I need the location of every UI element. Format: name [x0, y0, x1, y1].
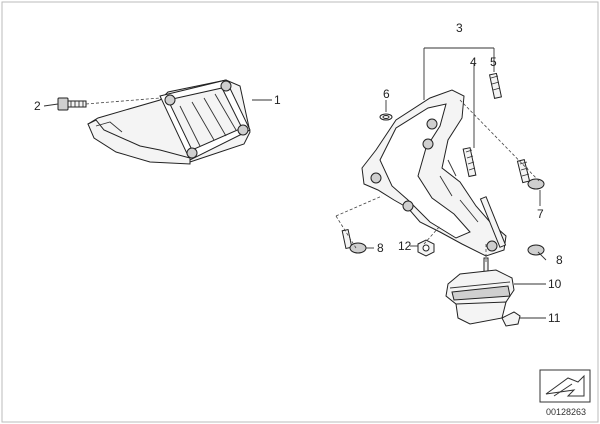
callout-11: 11 — [548, 311, 561, 325]
engine-mount-part-10 — [445, 257, 515, 325]
callout-3: 3 — [456, 21, 463, 35]
bolt-part-2 — [57, 97, 161, 111]
bolt-part-8-left — [341, 228, 367, 254]
alignment-lines — [335, 99, 541, 262]
callout-10: 10 — [548, 277, 562, 291]
stud-part-5 — [488, 72, 503, 99]
callout-4: 4 — [470, 55, 477, 69]
clip-part-11 — [501, 311, 521, 327]
callout-8-left: 8 — [377, 241, 384, 255]
document-number: 00128263 — [546, 407, 586, 417]
callout-7: 7 — [537, 207, 544, 221]
engine-bracket-left — [87, 79, 251, 165]
nut-part-12 — [417, 239, 435, 257]
long-bolt-part-8-right — [479, 196, 545, 256]
bolt-part-7 — [516, 158, 545, 190]
callout-2: 2 — [34, 99, 41, 113]
leader-lines — [43, 47, 547, 319]
callout-6: 6 — [383, 87, 390, 101]
stud-part-4 — [462, 147, 477, 178]
clip-part-6 — [379, 113, 393, 121]
callout-12: 12 — [398, 239, 412, 253]
callout-1: 1 — [274, 93, 281, 107]
folded-page-arrow-icon — [539, 369, 591, 403]
engine-bracket-right — [361, 89, 507, 257]
callout-8-right: 8 — [556, 253, 563, 267]
callout-5: 5 — [490, 55, 497, 69]
